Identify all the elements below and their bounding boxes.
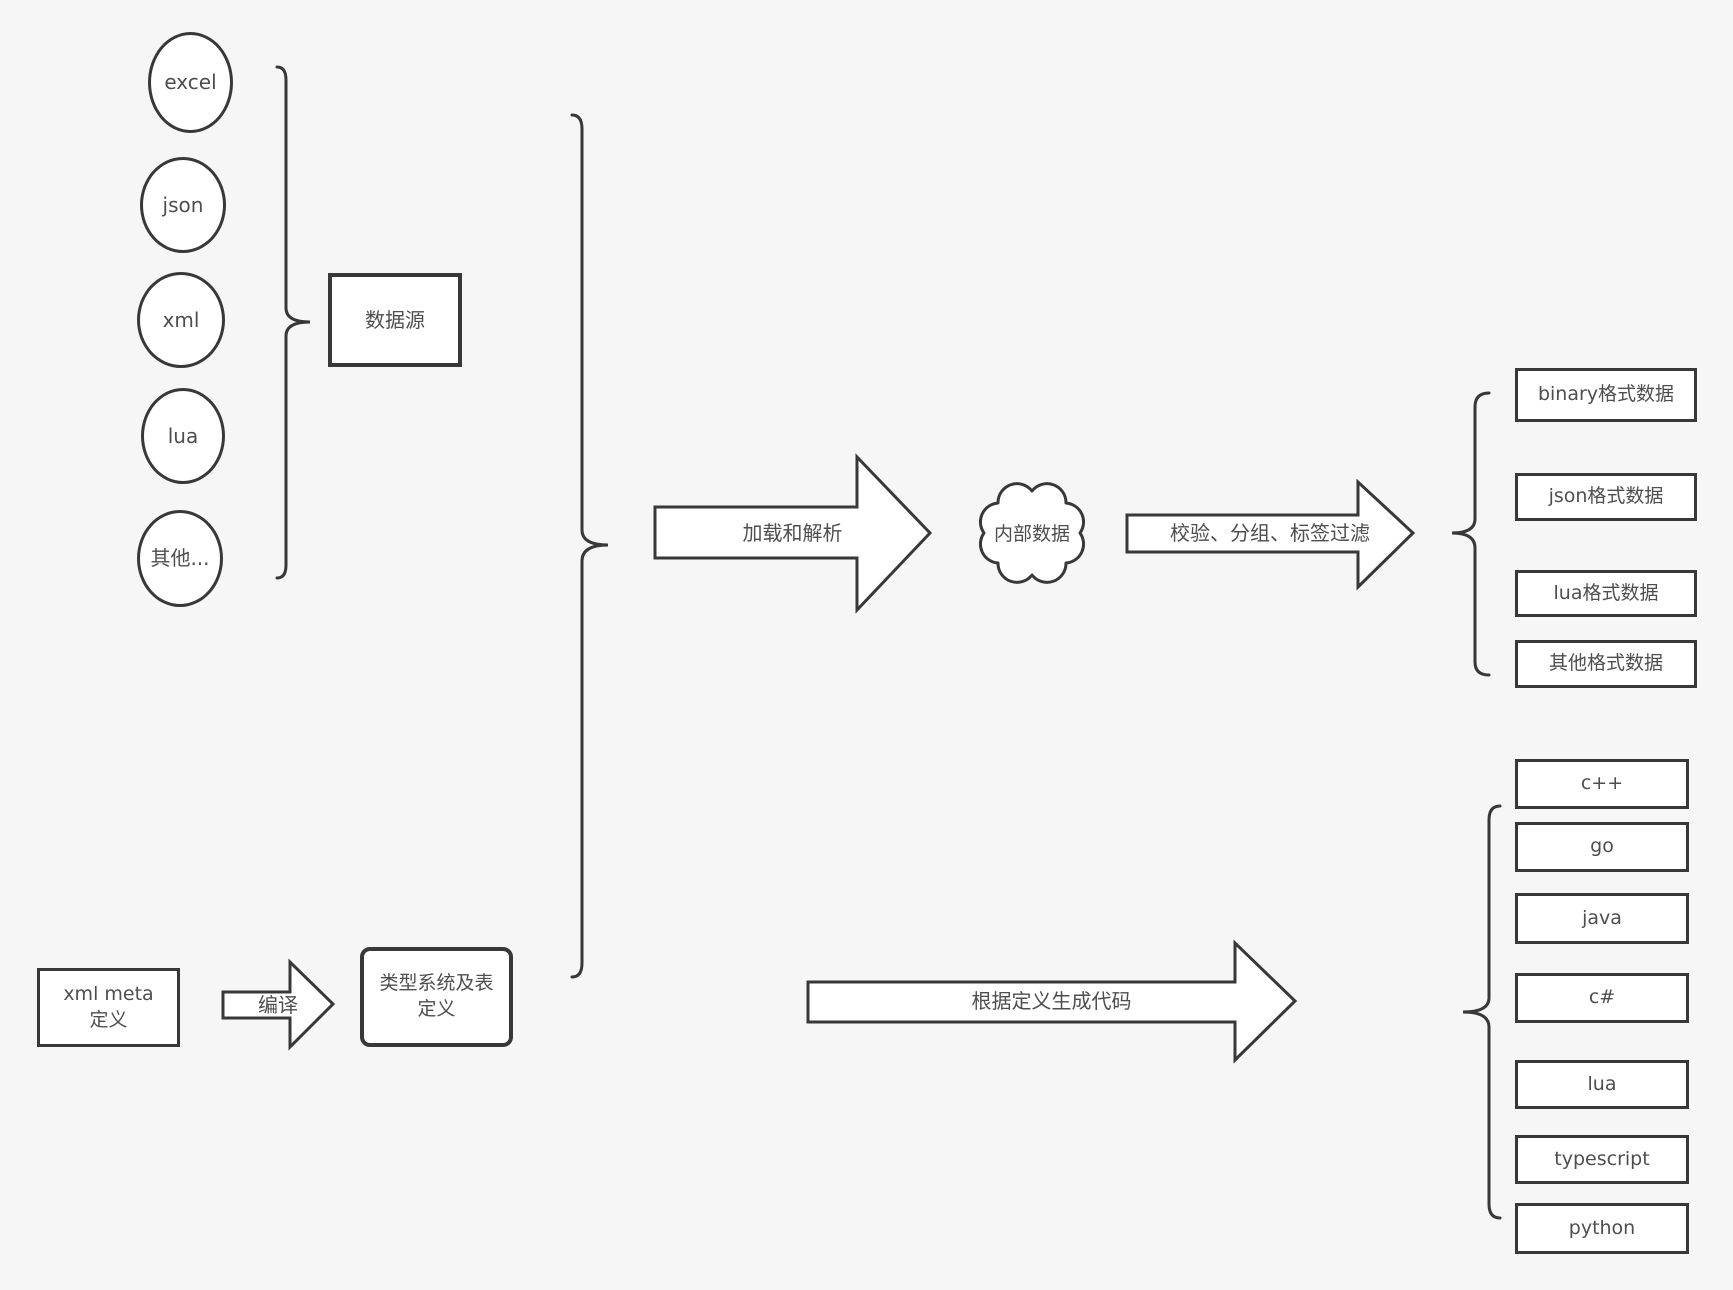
compile-arrow xyxy=(221,958,336,1051)
source-ellipse-other: 其他... xyxy=(137,510,223,607)
parse-input-brace xyxy=(570,113,609,979)
language-box-cpp: c++ xyxy=(1515,759,1689,809)
codegen-arrow xyxy=(806,939,1298,1064)
load-parse-arrow xyxy=(653,453,933,614)
language-box-java: java xyxy=(1515,893,1689,944)
type-system-box: 类型系统及表定义 xyxy=(360,947,513,1047)
source-ellipse-xml: xml xyxy=(137,272,225,368)
source-ellipse-lua: lua xyxy=(141,388,225,484)
language-box-lua: lua xyxy=(1515,1060,1689,1109)
language-box-go: go xyxy=(1515,822,1689,872)
output-box-binary: binary格式数据 xyxy=(1515,368,1697,422)
xml-meta-box: xml meta定义 xyxy=(37,968,180,1047)
data-source-box: 数据源 xyxy=(328,273,462,367)
language-box-python: python xyxy=(1515,1203,1689,1254)
language-box-csharp: c# xyxy=(1515,973,1689,1023)
internal-data-cloud xyxy=(979,482,1085,584)
sources-brace xyxy=(275,65,311,580)
languages-brace xyxy=(1462,804,1502,1220)
language-box-typescript: typescript xyxy=(1515,1135,1689,1184)
formats-brace xyxy=(1451,391,1491,677)
source-ellipse-excel: excel xyxy=(148,32,233,133)
output-box-other: 其他格式数据 xyxy=(1515,640,1697,688)
output-box-lua: lua格式数据 xyxy=(1515,570,1697,617)
source-ellipse-json: json xyxy=(140,157,226,253)
filter-arrow xyxy=(1125,478,1416,591)
output-box-json: json格式数据 xyxy=(1515,473,1697,521)
